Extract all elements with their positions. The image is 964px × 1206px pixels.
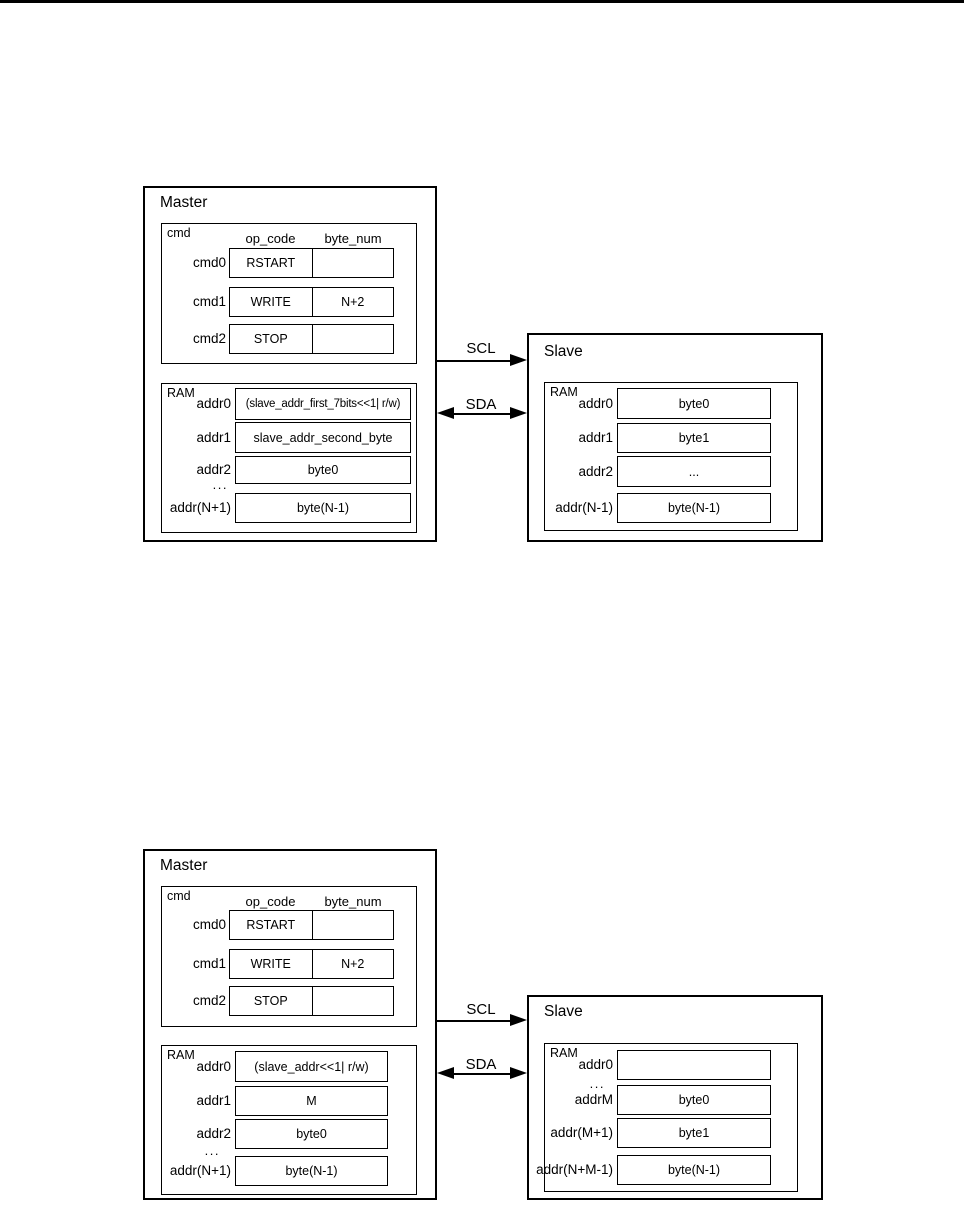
master-ram-label-top: RAM [167, 386, 195, 400]
ram-cell: byte(N-1) [617, 1155, 771, 1185]
arrowhead-left-icon [437, 1067, 454, 1079]
cmd-row: STOP [229, 986, 394, 1016]
ram-row-label: addr2 [578, 464, 613, 479]
col-header-bytenum-top: byte_num [324, 231, 382, 246]
cmd-opcode-cell: RSTART [230, 911, 313, 939]
cmd-row: WRITE N+2 [229, 287, 394, 317]
ellipsis-dots: ... [212, 477, 228, 492]
ram-cell: byte0 [235, 1119, 388, 1149]
ram-row-label: addrM [574, 1092, 613, 1107]
cmd-bytenum-cell [313, 911, 394, 939]
ram-row-label: addr0 [196, 1059, 231, 1074]
cmd-opcode-cell: WRITE [230, 950, 313, 978]
scl-line-top [437, 360, 512, 362]
ram-cell: byte1 [617, 1118, 771, 1148]
cmd-bytenum-cell [313, 987, 394, 1015]
ram-row-label: addr0 [578, 396, 613, 411]
ram-cell: (slave_addr_first_7bits<<1| r/w) [235, 388, 411, 420]
cmd-row-label: cmd2 [192, 993, 226, 1008]
cmd-row: STOP [229, 324, 394, 354]
scl-label-bottom: SCL [466, 1001, 496, 1018]
arrowhead-right-icon [510, 354, 527, 366]
ram-cell: byte(N-1) [617, 493, 771, 523]
ellipsis-dots: ... [204, 1143, 220, 1158]
cmd-row: RSTART [229, 910, 394, 940]
cmd-row-label: cmd1 [192, 294, 226, 309]
cmd-box-label-bottom: cmd [167, 889, 191, 903]
sda-line-bottom [450, 1073, 514, 1075]
cmd-opcode-cell: STOP [230, 325, 313, 353]
scl-line-bottom [437, 1020, 512, 1022]
scl-label-top: SCL [466, 340, 496, 357]
cmd-bytenum-cell: N+2 [341, 295, 365, 309]
master-ram-label-bottom: RAM [167, 1048, 195, 1062]
ram-row-label: addr(N+1) [169, 500, 231, 515]
ram-cell: slave_addr_second_byte [235, 422, 411, 453]
arrowhead-right-icon [510, 407, 527, 419]
cmd-row-label: cmd1 [192, 956, 226, 971]
ram-cell: byte(N-1) [235, 1156, 388, 1186]
arrowhead-left-icon [437, 407, 454, 419]
ram-cell: M [235, 1086, 388, 1116]
ram-cell: byte0 [617, 388, 771, 419]
ram-row-label: addr1 [578, 430, 613, 445]
ram-row-label: addr0 [578, 1057, 613, 1072]
col-header-bytenum-bottom: byte_num [324, 894, 382, 909]
cmd-row-label: cmd2 [192, 331, 226, 346]
ram-cell: byte(N-1) [235, 493, 411, 523]
ellipsis-dots: ... [589, 1076, 605, 1091]
col-header-opcode-top: op_code [245, 231, 296, 246]
master-title-bottom: Master [160, 857, 208, 874]
sda-label-bottom: SDA [465, 1056, 497, 1073]
ram-row-label: addr(N+1) [169, 1163, 231, 1178]
ram-row-label: addr(N+M-1) [536, 1162, 613, 1177]
ram-row-label: addr2 [196, 462, 231, 477]
cmd-row-label: cmd0 [192, 917, 226, 932]
cmd-bytenum-cell: N+2 [341, 957, 365, 971]
slave-ram-label-top: RAM [550, 385, 578, 399]
sda-line-top [450, 413, 514, 415]
cmd-bytenum-cell [313, 249, 394, 277]
ram-row-label: addr(M+1) [550, 1125, 613, 1140]
cmd-box-label-top: cmd [167, 226, 191, 240]
cmd-bytenum-cell [313, 325, 394, 353]
slave-title-top: Slave [544, 343, 583, 360]
ram-row-label: addr1 [196, 430, 231, 445]
page-top-rule [0, 0, 964, 3]
slave-ram-label-bottom: RAM [550, 1046, 578, 1060]
ram-cell: byte1 [617, 423, 771, 453]
ram-cell [617, 1050, 771, 1080]
master-title-top: Master [160, 194, 208, 211]
ram-cell: ... [617, 456, 771, 487]
cmd-opcode-cell: RSTART [230, 249, 313, 277]
cmd-opcode-cell: WRITE [230, 288, 313, 316]
ram-row-label: addr(N-1) [555, 500, 613, 515]
cmd-row: WRITE N+2 [229, 949, 394, 979]
ram-cell: byte0 [617, 1085, 771, 1115]
arrowhead-right-icon [510, 1067, 527, 1079]
cmd-row-label: cmd0 [192, 255, 226, 270]
col-header-opcode-bottom: op_code [245, 894, 296, 909]
arrowhead-right-icon [510, 1014, 527, 1026]
ram-cell: byte0 [235, 456, 411, 484]
cmd-row: RSTART [229, 248, 394, 278]
cmd-opcode-cell: STOP [230, 987, 313, 1015]
sda-label-top: SDA [465, 396, 497, 413]
ram-row-label: addr1 [196, 1093, 231, 1108]
ram-cell: (slave_addr<<1| r/w) [235, 1051, 388, 1082]
ram-row-label: addr2 [196, 1126, 231, 1141]
slave-title-bottom: Slave [544, 1003, 583, 1020]
ram-row-label: addr0 [196, 396, 231, 411]
